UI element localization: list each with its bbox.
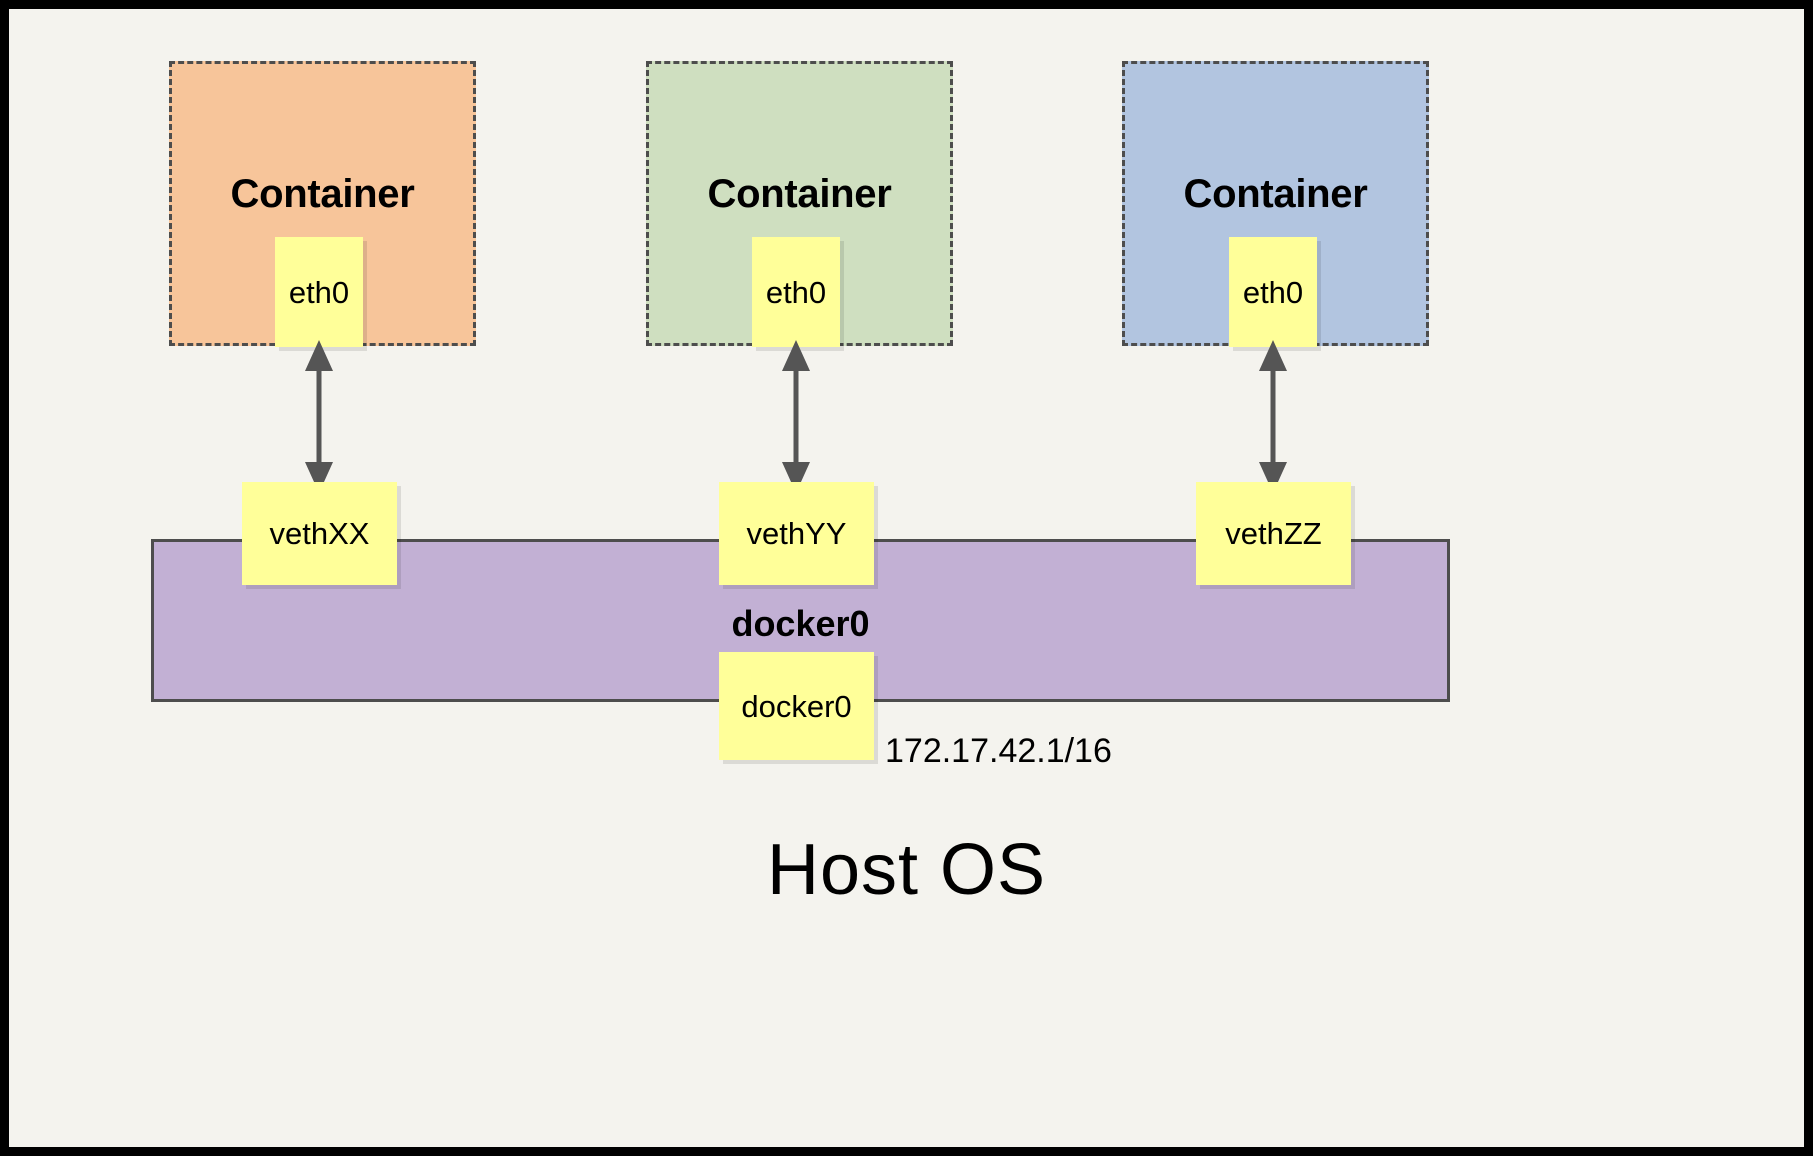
arrow-eth0-to-vethxx bbox=[305, 340, 333, 493]
eth0-node-2: eth0 bbox=[752, 237, 840, 347]
eth0-node-3: eth0 bbox=[1229, 237, 1317, 347]
veth-node-xx: vethXX bbox=[242, 482, 397, 585]
veth-node-yy: vethYY bbox=[719, 482, 874, 585]
container-label-3: Container bbox=[1183, 172, 1368, 216]
arrow-eth0-to-vethyy bbox=[782, 340, 810, 493]
docker0-bridge-label: docker0 bbox=[731, 603, 870, 644]
container-label-1: Container bbox=[230, 172, 415, 216]
docker0-interface-node: docker0 bbox=[719, 652, 874, 760]
eth0-node-1: eth0 bbox=[275, 237, 363, 347]
container-label-2: Container bbox=[707, 172, 892, 216]
host-os-label: Host OS bbox=[766, 830, 1047, 910]
docker0-ip-address-label: 172.17.42.1/16 bbox=[885, 732, 1112, 770]
arrow-eth0-to-vethzz bbox=[1259, 340, 1287, 493]
veth-node-zz: vethZZ bbox=[1196, 482, 1351, 585]
